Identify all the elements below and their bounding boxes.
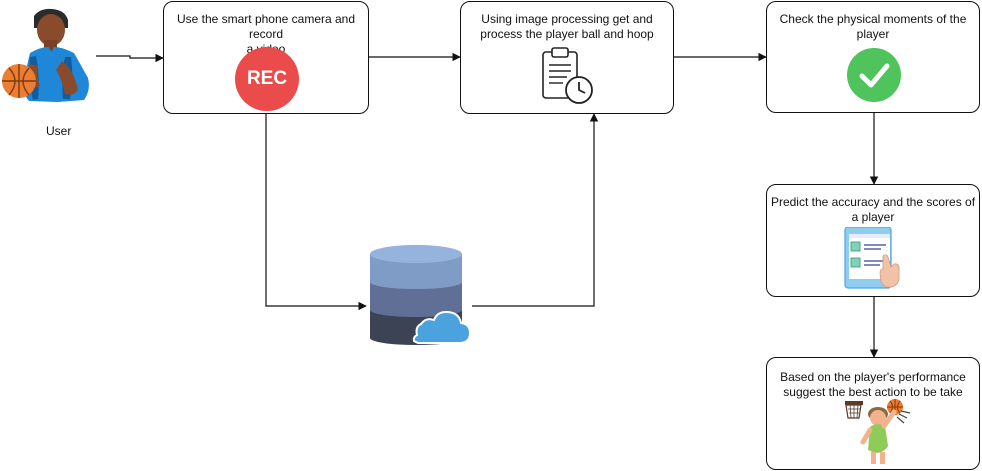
rec-badge: REC [235, 47, 299, 111]
basketball-dunk-icon [845, 399, 911, 464]
suggest-node-text: Based on the player's performance sugges… [767, 370, 979, 400]
clipboard-clock-icon [542, 47, 593, 104]
record-node-line-1: Use the smart phone camera and record [176, 12, 356, 41]
check-node[interactable]: Check the physical moments of the player [766, 1, 980, 113]
connector-storage-to-process [472, 113, 599, 307]
suggest-node[interactable]: Based on the player's performance sugges… [766, 357, 980, 470]
process-node-line-2: process the player ball and hoop [480, 27, 654, 41]
suggest-node-line-1: Based on the player's performance [780, 370, 966, 384]
predict-node-text: Predict the accuracy and the scores of a… [767, 195, 979, 225]
connector-user-to-record [96, 53, 164, 63]
predict-node-line-1: Predict the accuracy and the scores of [770, 195, 976, 209]
process-node-text: Using image processing get and process t… [461, 12, 673, 42]
process-node[interactable]: Using image processing get and process t… [460, 1, 674, 114]
checkmark-icon-bg [847, 48, 901, 102]
basketball-player-icon [2, 8, 89, 102]
process-node-line-1: Using image processing get and [481, 12, 653, 26]
predict-node[interactable]: Predict the accuracy and the scores of a… [766, 184, 980, 297]
user-label: User [46, 124, 72, 138]
suggest-node-line-2: suggest the best action to be take [783, 385, 963, 399]
record-node-text: Use the smart phone camera and record a … [164, 12, 368, 57]
check-node-text: Check the physical moments of the player [767, 12, 979, 42]
connector-record-to-storage [265, 114, 367, 311]
score-report-icon [844, 227, 900, 289]
checkmark-icon [859, 63, 890, 88]
user-actor: User [0, 4, 100, 139]
record-node[interactable]: Use the smart phone camera and record a … [163, 1, 369, 114]
check-node-line-1: Check the physical moments of the [779, 12, 967, 26]
check-node-line-2: player [856, 27, 890, 41]
cloud-database-icon [370, 245, 472, 345]
predict-node-line-2: a player [851, 210, 895, 224]
